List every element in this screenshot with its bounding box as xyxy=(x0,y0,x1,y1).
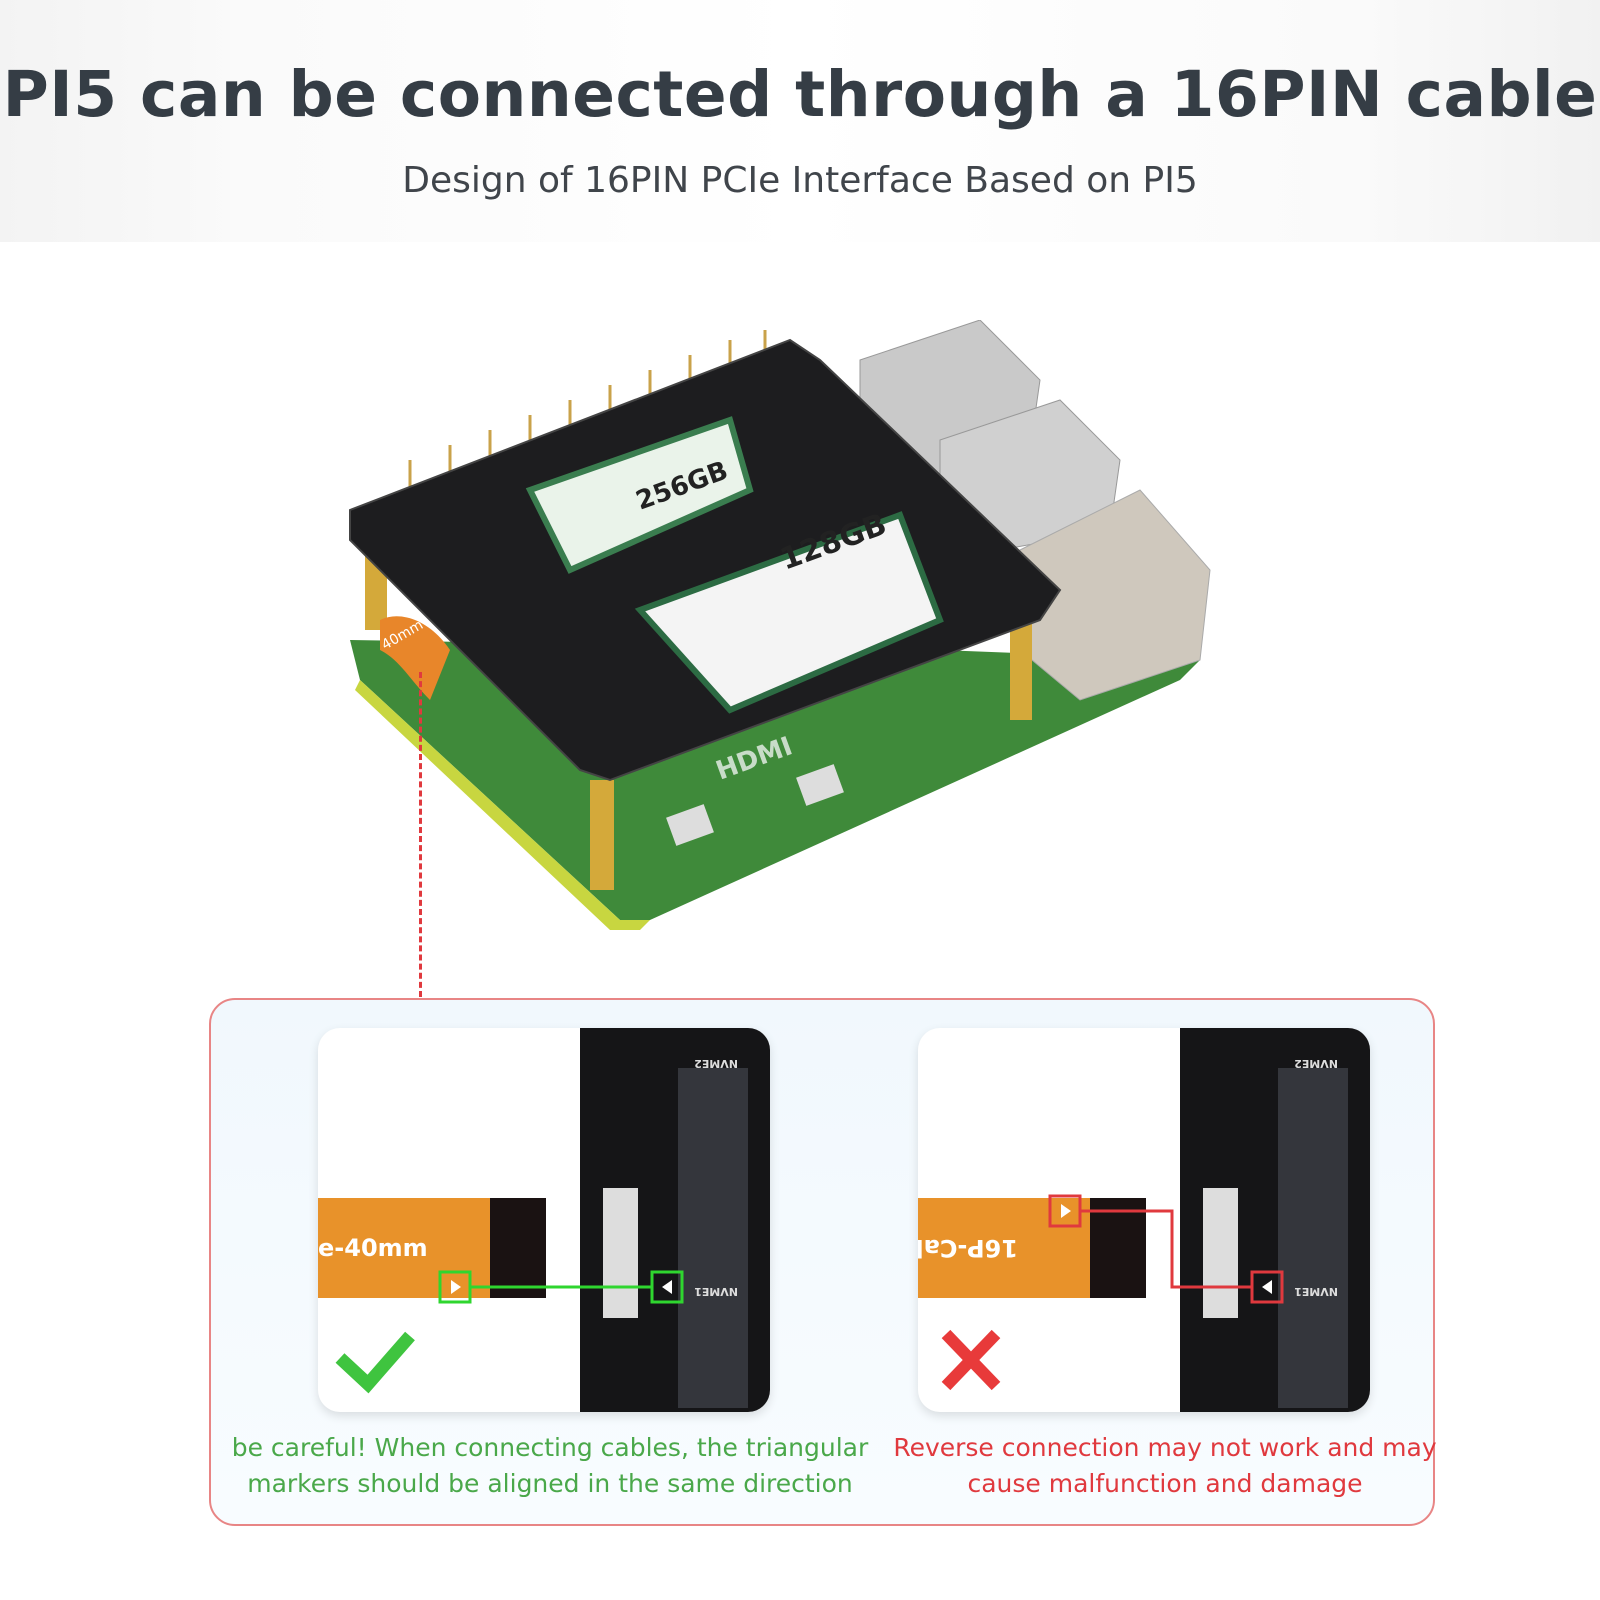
m2-slot xyxy=(678,1068,748,1408)
ribbon-cable xyxy=(318,1198,498,1298)
checkmark-icon xyxy=(335,1331,415,1394)
ribbon-cable xyxy=(918,1198,1098,1298)
pcie-hat-board xyxy=(349,338,1062,782)
connector-marker-highlight xyxy=(650,1270,684,1304)
cross-icon xyxy=(941,1329,1001,1391)
callout-dashed-line xyxy=(419,672,422,997)
fpc-connector xyxy=(1203,1188,1238,1318)
svg-text:NVME2: NVME2 xyxy=(694,1057,738,1070)
wrong-connection-panel: NVME2 NVME1 16P-Cab xyxy=(918,1028,1370,1412)
fpc-connector xyxy=(603,1188,638,1318)
correct-connection-panel: NVME2 NVME1 e-40mm xyxy=(318,1028,770,1412)
product-photo: 256GB 128GB 40mm HDMI xyxy=(349,320,1211,930)
page-subtitle: Design of 16PIN PCIe Interface Based on … xyxy=(402,160,1198,201)
svg-text:NVME1: NVME1 xyxy=(1294,1285,1338,1298)
ssd-256gb xyxy=(525,416,754,574)
page-title: PI5 can be connected through a 16PIN cab… xyxy=(2,58,1598,131)
svg-text:NVME2: NVME2 xyxy=(1294,1057,1338,1070)
ribbon-cable xyxy=(380,616,450,700)
correct-caption: be careful! When connecting cables, the … xyxy=(231,1433,869,1498)
svg-text:NVME1: NVME1 xyxy=(694,1285,738,1298)
svg-text:e-40mm: e-40mm xyxy=(318,1234,428,1262)
connector-marker-highlight xyxy=(1250,1270,1284,1304)
header-band: PI5 can be connected through a 16PIN cab… xyxy=(0,0,1600,242)
ssd-128gb xyxy=(634,511,944,714)
wrong-caption: Reverse connection may not work and may … xyxy=(893,1433,1437,1498)
svg-text:16P-Cab: 16P-Cab xyxy=(918,1234,1018,1262)
m2-slot xyxy=(1278,1068,1348,1408)
